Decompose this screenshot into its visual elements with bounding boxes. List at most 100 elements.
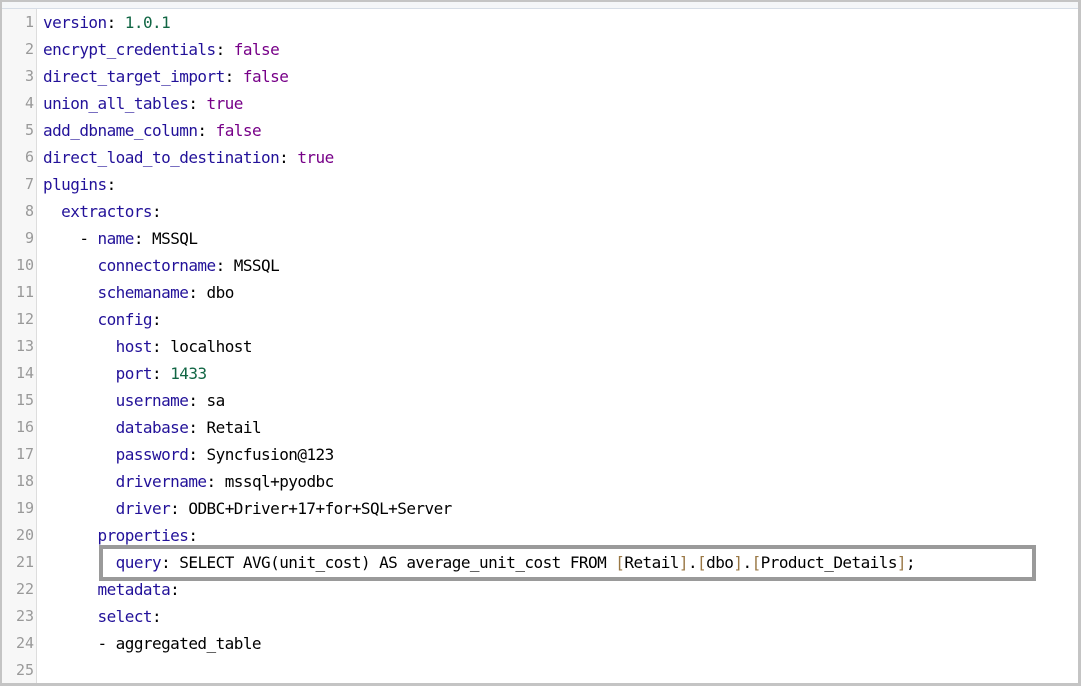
line-number: 4 <box>24 94 34 112</box>
yaml-key: config <box>97 310 153 329</box>
code-line[interactable]: 14 port: 1433 <box>2 360 1078 387</box>
colon: : <box>188 283 198 302</box>
colon: : <box>188 445 198 464</box>
line-content: direct_target_import: false <box>43 63 289 90</box>
line-number: 5 <box>24 121 34 139</box>
code-line[interactable]: 11 schemaname: dbo <box>2 279 1078 306</box>
yaml-value: sa <box>206 391 226 410</box>
yaml-key: host <box>115 337 153 356</box>
code-line[interactable]: 10 connectorname: MSSQL <box>2 252 1078 279</box>
line-number: 23 <box>15 607 34 625</box>
code-line[interactable]: 16 database: Retail <box>2 414 1078 441</box>
line-content: config: <box>43 306 162 333</box>
colon: : <box>152 607 162 626</box>
sql-punct: . <box>742 553 752 572</box>
indent <box>43 553 116 572</box>
sql-text: SELECT AVG(unit_cost) AS average_unit_co… <box>179 553 616 572</box>
yaml-key: port <box>115 364 153 383</box>
code-line[interactable]: 12 config: <box>2 306 1078 333</box>
space <box>161 364 170 383</box>
space <box>197 391 206 410</box>
line-content: drivername: mssql+pyodbc <box>43 468 335 495</box>
sql-bracket: [ <box>697 553 707 572</box>
line-content: - name: MSSQL <box>43 225 198 252</box>
line-number: 13 <box>15 337 34 355</box>
space <box>197 94 206 113</box>
yaml-value: dbo <box>206 283 235 302</box>
yaml-value: false <box>242 67 289 86</box>
yaml-key: query <box>115 553 162 572</box>
colon: : <box>170 580 180 599</box>
code-line[interactable]: 13 host: localhost <box>2 333 1078 360</box>
sql-bracket: ] <box>678 553 689 572</box>
space <box>143 229 152 248</box>
line-number: 20 <box>15 526 34 544</box>
line-content: plugins: <box>43 171 116 198</box>
line-content: query: SELECT AVG(unit_cost) AS average_… <box>43 549 916 576</box>
yaml-key: drivername <box>115 472 207 491</box>
line-number: 12 <box>15 310 34 328</box>
yaml-key: username <box>115 391 189 410</box>
code-line[interactable]: 4 union_all_tables: true <box>2 90 1078 117</box>
yaml-key: encrypt_credentials <box>43 40 216 59</box>
code-line[interactable]: 22 metadata: <box>2 576 1078 603</box>
yaml-key: driver <box>115 499 171 518</box>
space <box>197 283 206 302</box>
colon: : <box>133 229 144 248</box>
code-line[interactable]: 23 select: <box>2 603 1078 630</box>
yaml-key: name <box>97 229 135 248</box>
yaml-value: Retail <box>206 418 262 437</box>
line-number: 6 <box>24 148 34 166</box>
yaml-value: localhost <box>170 337 252 356</box>
yaml-value: 1.0.1 <box>124 13 171 32</box>
code-line[interactable]: 19 driver: ODBC+Driver+17+for+SQL+Server <box>2 495 1078 522</box>
code-line[interactable]: 9 - name: MSSQL <box>2 225 1078 252</box>
indent <box>43 526 98 545</box>
line-content: version: 1.0.1 <box>43 9 171 36</box>
code-line[interactable]: 7 plugins: <box>2 171 1078 198</box>
indent <box>43 337 116 356</box>
line-number: 16 <box>15 418 34 436</box>
colon: : <box>170 499 180 518</box>
yaml-key: version <box>43 13 107 32</box>
code-line[interactable]: 15 username: sa <box>2 387 1078 414</box>
space <box>234 67 243 86</box>
code-line[interactable]: 20 properties: <box>2 522 1078 549</box>
code-line[interactable]: 18 drivername: mssql+pyodbc <box>2 468 1078 495</box>
sql-identifier: Product_Details <box>760 553 898 572</box>
yaml-key: select <box>97 607 153 626</box>
line-number: 25 <box>15 661 34 679</box>
indent <box>43 580 98 599</box>
line-content: union_all_tables: true <box>43 90 243 117</box>
space <box>216 472 225 491</box>
colon: : <box>152 310 162 329</box>
colon: : <box>152 364 162 383</box>
line-content: schemaname: dbo <box>43 279 235 306</box>
colon: : <box>215 256 226 275</box>
space <box>207 121 216 140</box>
code-line[interactable]: 24 - aggregated_table <box>2 630 1078 657</box>
line-number: 15 <box>15 391 34 409</box>
indent <box>43 499 116 518</box>
yaml-key: add_dbname_column <box>43 121 198 140</box>
line-content: - aggregated_table <box>43 630 262 657</box>
sql-bracket: [ <box>615 553 625 572</box>
code-line[interactable]: 17 password: Syncfusion@123 <box>2 441 1078 468</box>
sql-bracket: ] <box>733 553 743 572</box>
code-line[interactable]: 8 extractors: <box>2 198 1078 225</box>
list-item-value: aggregated_table <box>115 634 262 653</box>
indent <box>43 634 98 653</box>
line-number: 7 <box>24 175 34 193</box>
code-line[interactable]: 21 query: SELECT AVG(unit_cost) AS avera… <box>2 549 1078 576</box>
yaml-value: Syncfusion@123 <box>206 445 335 464</box>
yaml-value: 1433 <box>170 364 207 383</box>
code-line[interactable]: 25 <box>2 657 1078 684</box>
space <box>225 256 234 275</box>
